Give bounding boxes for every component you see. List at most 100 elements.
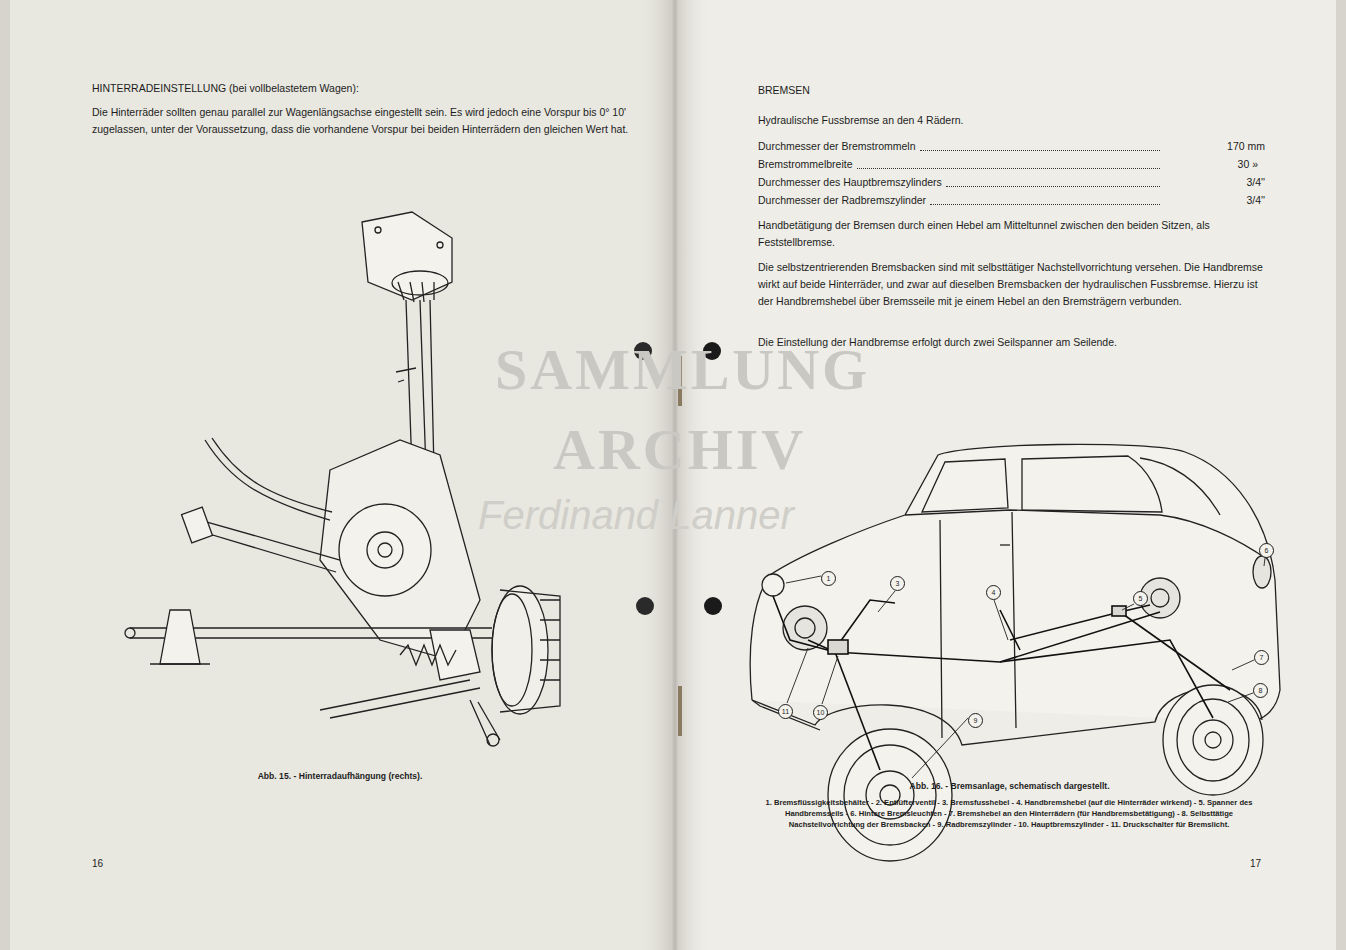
page-edge: [0, 0, 10, 950]
suspension-drawing-part: [212, 438, 332, 512]
car-drawing-part: [1022, 456, 1162, 512]
brake-lines-part: [1000, 605, 1150, 650]
figure-caption: Abb. 16. - Bremsanlage, schematisch darg…: [752, 780, 1267, 792]
car-drawing-part: [905, 510, 1268, 560]
suspension-drawing-part: [160, 610, 200, 664]
suspension-drawing-part: [398, 380, 404, 382]
dot-leader: [857, 168, 1160, 169]
leader-lines: [786, 558, 1265, 778]
car-drawing-part: [795, 618, 815, 638]
suspension-drawing-part: [196, 520, 340, 572]
dot-leader: [946, 186, 1160, 187]
car-drawing-part: [1205, 732, 1221, 748]
suspension-drawing-part: [320, 440, 480, 660]
page-number: 17: [1250, 855, 1261, 872]
brake-lines-part: [835, 652, 880, 770]
car-drawing-part: [1000, 544, 1010, 545]
suspension-drawing-part: [396, 368, 416, 372]
table-value: 170 mm: [1227, 138, 1265, 155]
dot-leader: [920, 150, 1160, 151]
brake-lines-part: [773, 596, 835, 652]
suspension-drawing-part: [205, 440, 330, 520]
leader-lines-part: [822, 656, 838, 704]
table-value: 30 »: [1238, 156, 1258, 173]
leader-lines-part: [1264, 558, 1265, 566]
brake-lines-part: [835, 640, 1213, 718]
suspension-drawing-part: [470, 700, 500, 745]
callout-number: 6: [1259, 543, 1274, 558]
brake-lines-part: [1120, 612, 1230, 690]
binding-part: [704, 597, 722, 615]
suspension-drawing-part: [392, 271, 448, 295]
callout-number: 11: [778, 704, 793, 719]
leader-lines-part: [994, 600, 1008, 640]
car-drawing-part: [752, 700, 820, 730]
suspension-drawing-part: [487, 734, 499, 746]
brake-lines-part: [840, 600, 895, 642]
suspension-drawing-part: [362, 212, 452, 300]
callout-number: 10: [813, 705, 828, 720]
body-text: Handbetätigung der Bremsen durch einen H…: [758, 217, 1268, 251]
figure-legend-text: 1. Bremsflüssigkeitsbehälter - 2. Entlüf…: [750, 797, 1268, 830]
page-number: 16: [92, 855, 103, 872]
suspension-drawing-part: [125, 628, 135, 638]
body-text: Hydraulische Fussbremse an den 4 Rädern.: [758, 112, 1268, 129]
figure-caption: Abb. 15. - Hinterradaufhängung (rechts).: [150, 770, 530, 782]
dot-leader: [930, 204, 1160, 205]
brake-lines: [773, 596, 1230, 770]
leader-lines-part: [878, 591, 895, 612]
brake-lines-part: [1112, 606, 1126, 616]
car-drawing-part: [1253, 556, 1271, 588]
table-label: Bremstrommelbreite: [758, 156, 853, 173]
car-drawing-part: [1151, 589, 1169, 607]
suspension-drawing-part: [367, 532, 403, 568]
callout-number: 8: [1253, 683, 1268, 698]
callout-number: 7: [1254, 650, 1269, 665]
car-drawing-part: [828, 729, 952, 861]
suspension-drawing-part: [437, 242, 443, 248]
page-edge: [1336, 0, 1346, 950]
binding-part: [636, 597, 654, 615]
table-label: Durchmesser der Bremstrommeln: [758, 138, 916, 155]
car-drawing-part: [762, 574, 784, 596]
car-drawing-part: [1193, 720, 1233, 760]
leader-lines-part: [1122, 604, 1134, 610]
suspension-drawing-part: [378, 543, 392, 557]
suspension-drawing-part: [398, 282, 434, 302]
car-drawing-part: [922, 459, 1008, 512]
car-drawing-part: [844, 745, 936, 845]
suspension-drawing-part: [375, 227, 381, 233]
callout-number: 9: [968, 713, 983, 728]
brake-lines-part: [828, 640, 848, 654]
suspension-drawing-part: [182, 507, 213, 543]
leader-lines-part: [1228, 693, 1253, 702]
suspension-drawing: [125, 212, 560, 746]
callout-number: 4: [986, 585, 1001, 600]
suspension-drawing-part: [500, 590, 560, 712]
body-text: Die Hinterräder sollten genau parallel z…: [92, 104, 670, 138]
table-label: Durchmesser der Radbremszylinder: [758, 192, 926, 209]
car-drawing-part: [1163, 685, 1263, 795]
car-drawing: [750, 444, 1280, 861]
watermark: Ferdinand Lanner: [478, 492, 794, 538]
car-drawing-part: [940, 512, 1016, 738]
suspension-drawing-part: [320, 680, 480, 718]
car-drawing-part: [1140, 458, 1220, 515]
callout-number: 5: [1133, 591, 1148, 606]
binding-part: [678, 686, 682, 736]
section-heading: BREMSEN: [758, 82, 810, 99]
body-text: Die selbstzentrierenden Bremsbacken sind…: [758, 259, 1268, 310]
suspension-drawing-part: [430, 630, 480, 680]
body-text: Die Einstellung der Handbremse erfolgt d…: [758, 334, 1268, 351]
car-drawing-part: [1177, 699, 1249, 781]
suspension-drawing-part: [400, 645, 456, 665]
suspension-drawing-part: [540, 600, 560, 680]
leader-lines-part: [1232, 660, 1254, 670]
leader-lines-part: [912, 718, 968, 778]
leader-lines-part: [786, 576, 821, 583]
suspension-drawing-part: [492, 594, 532, 706]
callout-number: 1: [821, 571, 836, 586]
table-value: 3/4'': [1246, 174, 1265, 191]
leader-lines-part: [787, 648, 808, 703]
